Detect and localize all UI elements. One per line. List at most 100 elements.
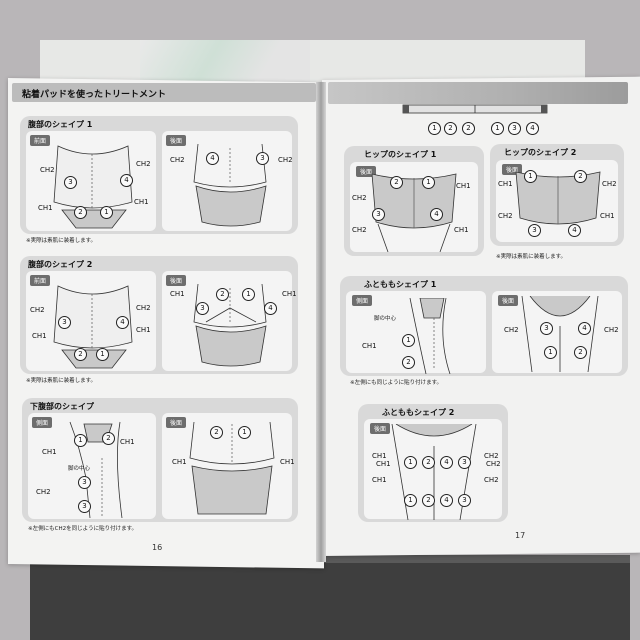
ch-label: CH2	[278, 156, 293, 164]
leg-center-mark: 脚の中心	[374, 316, 397, 322]
section-abdomen-1: 腹部のシェイプ 1 前面 後面 CH2 CH2 CH1 CH1 CH2 CH2 …	[20, 116, 298, 234]
back-tag: 後面	[370, 423, 391, 434]
pad-marker: 4	[440, 456, 453, 469]
pad-marker: 4	[120, 174, 133, 187]
pad-marker: 3	[540, 322, 553, 335]
pad-marker: 2	[74, 348, 87, 361]
pad-marker: 1	[404, 494, 417, 507]
ch-label: CH1	[376, 460, 391, 468]
pad-marker: 2	[574, 170, 587, 183]
strip-pad-4: 4	[526, 122, 539, 135]
pad-marker: 2	[422, 456, 435, 469]
back-tag: 後面	[166, 135, 187, 146]
pad-marker: 1	[402, 334, 415, 347]
pad-marker: 4	[206, 152, 219, 165]
pad-marker: 4	[568, 224, 581, 237]
ch-label: CH1	[600, 212, 615, 220]
hip-illustration	[515, 171, 601, 225]
back-tag: 後面	[356, 166, 377, 177]
ch-label: CH2	[498, 212, 513, 220]
ch-label: CH1	[170, 290, 185, 298]
leg-center-mark: 脚の中心	[68, 466, 91, 472]
ch-label: CH1	[120, 438, 135, 446]
pad-marker: 3	[458, 456, 471, 469]
section-note: ※実際は素肌に装着します。	[26, 378, 97, 384]
pad-marker: 2	[210, 426, 223, 439]
ch-label: CH2	[604, 326, 619, 334]
pad-marker: 1	[524, 170, 537, 183]
pad-marker: 1	[242, 288, 255, 301]
right-header-bar	[328, 82, 628, 104]
pad-marker: 1	[404, 456, 417, 469]
back-tag: 後面	[166, 417, 187, 428]
thigh-back-illustration	[521, 296, 599, 372]
front-tag: 前面	[30, 135, 51, 146]
abdomen-back-illustration	[193, 143, 267, 227]
section-lower-abdomen: 下腹部のシェイプ 側面 後面 CH1 CH1 CH2 CH1 CH1 脚の中心 …	[22, 398, 298, 522]
ch-label: CH1	[172, 458, 187, 466]
pad-marker: 1	[96, 348, 109, 361]
pad-marker: 4	[430, 208, 443, 221]
pad-marker: 3	[196, 302, 209, 315]
back-view-illustration	[189, 421, 275, 515]
section-note: ※実際は素肌に装着します。	[26, 238, 97, 244]
ch-label: CH2	[40, 166, 55, 174]
section-note: ※実際は素肌に装着します。	[496, 254, 567, 260]
section-note: ※左側にも同じように貼り付けます。	[350, 380, 443, 386]
ch-label: CH2	[352, 226, 367, 234]
front-tag: 側面	[352, 295, 373, 306]
ch-label: CH1	[38, 204, 53, 212]
pad-marker: 4	[578, 322, 591, 335]
ch-label: CH2	[602, 180, 617, 188]
pad-marker: 2	[102, 432, 115, 445]
section-hip-1: ヒップのシェイプ 1 後面 CH1 CH2 CH2 CH1 2 1 3 4	[344, 146, 484, 256]
thigh-side-illustration	[409, 298, 451, 374]
ch-label: CH2	[484, 476, 499, 484]
pad-marker: 4	[264, 302, 277, 315]
section-note: ※左側にもCH2を同じように貼り付けます。	[28, 526, 138, 532]
ch-label: CH2	[36, 488, 51, 496]
pad-marker: 3	[528, 224, 541, 237]
pad-marker: 2	[74, 206, 87, 219]
ch-label: CH1	[134, 198, 149, 206]
pad-marker: 1	[422, 176, 435, 189]
ch-label: CH1	[456, 182, 471, 190]
ch-label: CH2	[486, 460, 501, 468]
ch-label: CH1	[372, 452, 387, 460]
front-tag: 前面	[30, 275, 51, 286]
pad-marker: 3	[256, 152, 269, 165]
section-thigh-2: ふとももシェイプ 2 後面 CH1 CH2 CH1 CH2 1 2 4 3 1 …	[358, 404, 508, 522]
ch-label: CH2	[352, 194, 367, 202]
ch-label: CH2	[136, 304, 151, 312]
ch-label: CH1	[136, 326, 151, 334]
pad-marker: 4	[440, 494, 453, 507]
left-header-bar	[12, 83, 316, 102]
pad-marker: 1	[74, 434, 87, 447]
thigh-back-illustration	[391, 424, 477, 520]
ch-label: CH2	[30, 306, 45, 314]
page-number-left: 16	[152, 543, 163, 552]
pad-marker: 3	[458, 494, 471, 507]
ch-label: CH1	[32, 332, 47, 340]
side-view-illustration	[69, 421, 123, 518]
pad-marker: 3	[58, 316, 71, 329]
section-hip-2: ヒップのシェイプ 2 後面 CH1 CH2 CH1 CH2 1 2 3 4	[490, 144, 624, 246]
strip-pad-1: 1	[428, 122, 441, 135]
ch-label: CH2	[504, 326, 519, 334]
pad-marker: 3	[372, 208, 385, 221]
front-tag: 側面	[32, 417, 53, 428]
strip-pad-2: 2	[444, 122, 457, 135]
pad-marker: 1	[544, 346, 557, 359]
section-thigh-1: ふとももシェイプ 1 側面 後面 脚の中心 CH1 CH2 CH2 1 2 3 …	[340, 276, 628, 376]
page-number-right: 17	[515, 531, 526, 540]
strip-pad-2b: 2	[462, 122, 475, 135]
ch-label: CH1	[42, 448, 57, 456]
ch-label: CH2	[170, 156, 185, 164]
strip-pad-1b: 1	[491, 122, 504, 135]
ch-label: CH2	[136, 160, 151, 168]
ch-label: CH1	[498, 180, 513, 188]
garment-strip-diagram	[402, 104, 548, 114]
desk-shadow	[30, 555, 630, 640]
back-tag: 後面	[498, 295, 519, 306]
